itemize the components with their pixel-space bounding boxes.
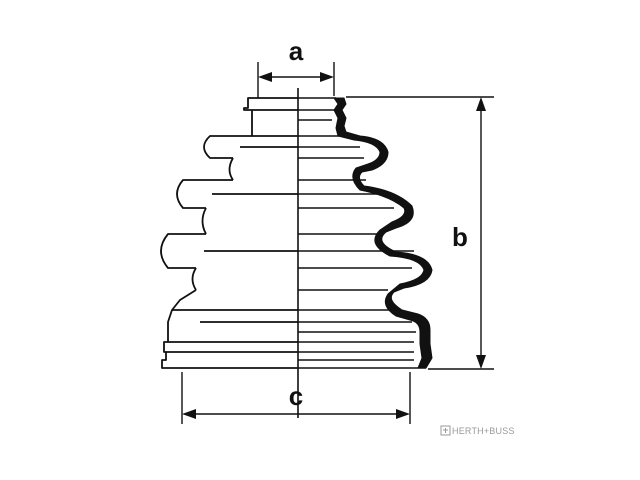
dimension-a-label: a (289, 36, 304, 66)
dimension-b (346, 96, 494, 370)
herth-buss-logo: HERTH+BUSS (440, 425, 515, 436)
herth-buss-logo-icon (440, 425, 451, 436)
dimension-c (181, 372, 411, 424)
boot-wall-profile (333, 97, 433, 369)
dimension-b-label: b (452, 222, 468, 252)
dimension-c-label: c (289, 381, 303, 411)
watermark-text: HERTH+BUSS (452, 426, 515, 436)
dimension-a (257, 62, 335, 98)
boot-exterior-half (160, 97, 298, 369)
